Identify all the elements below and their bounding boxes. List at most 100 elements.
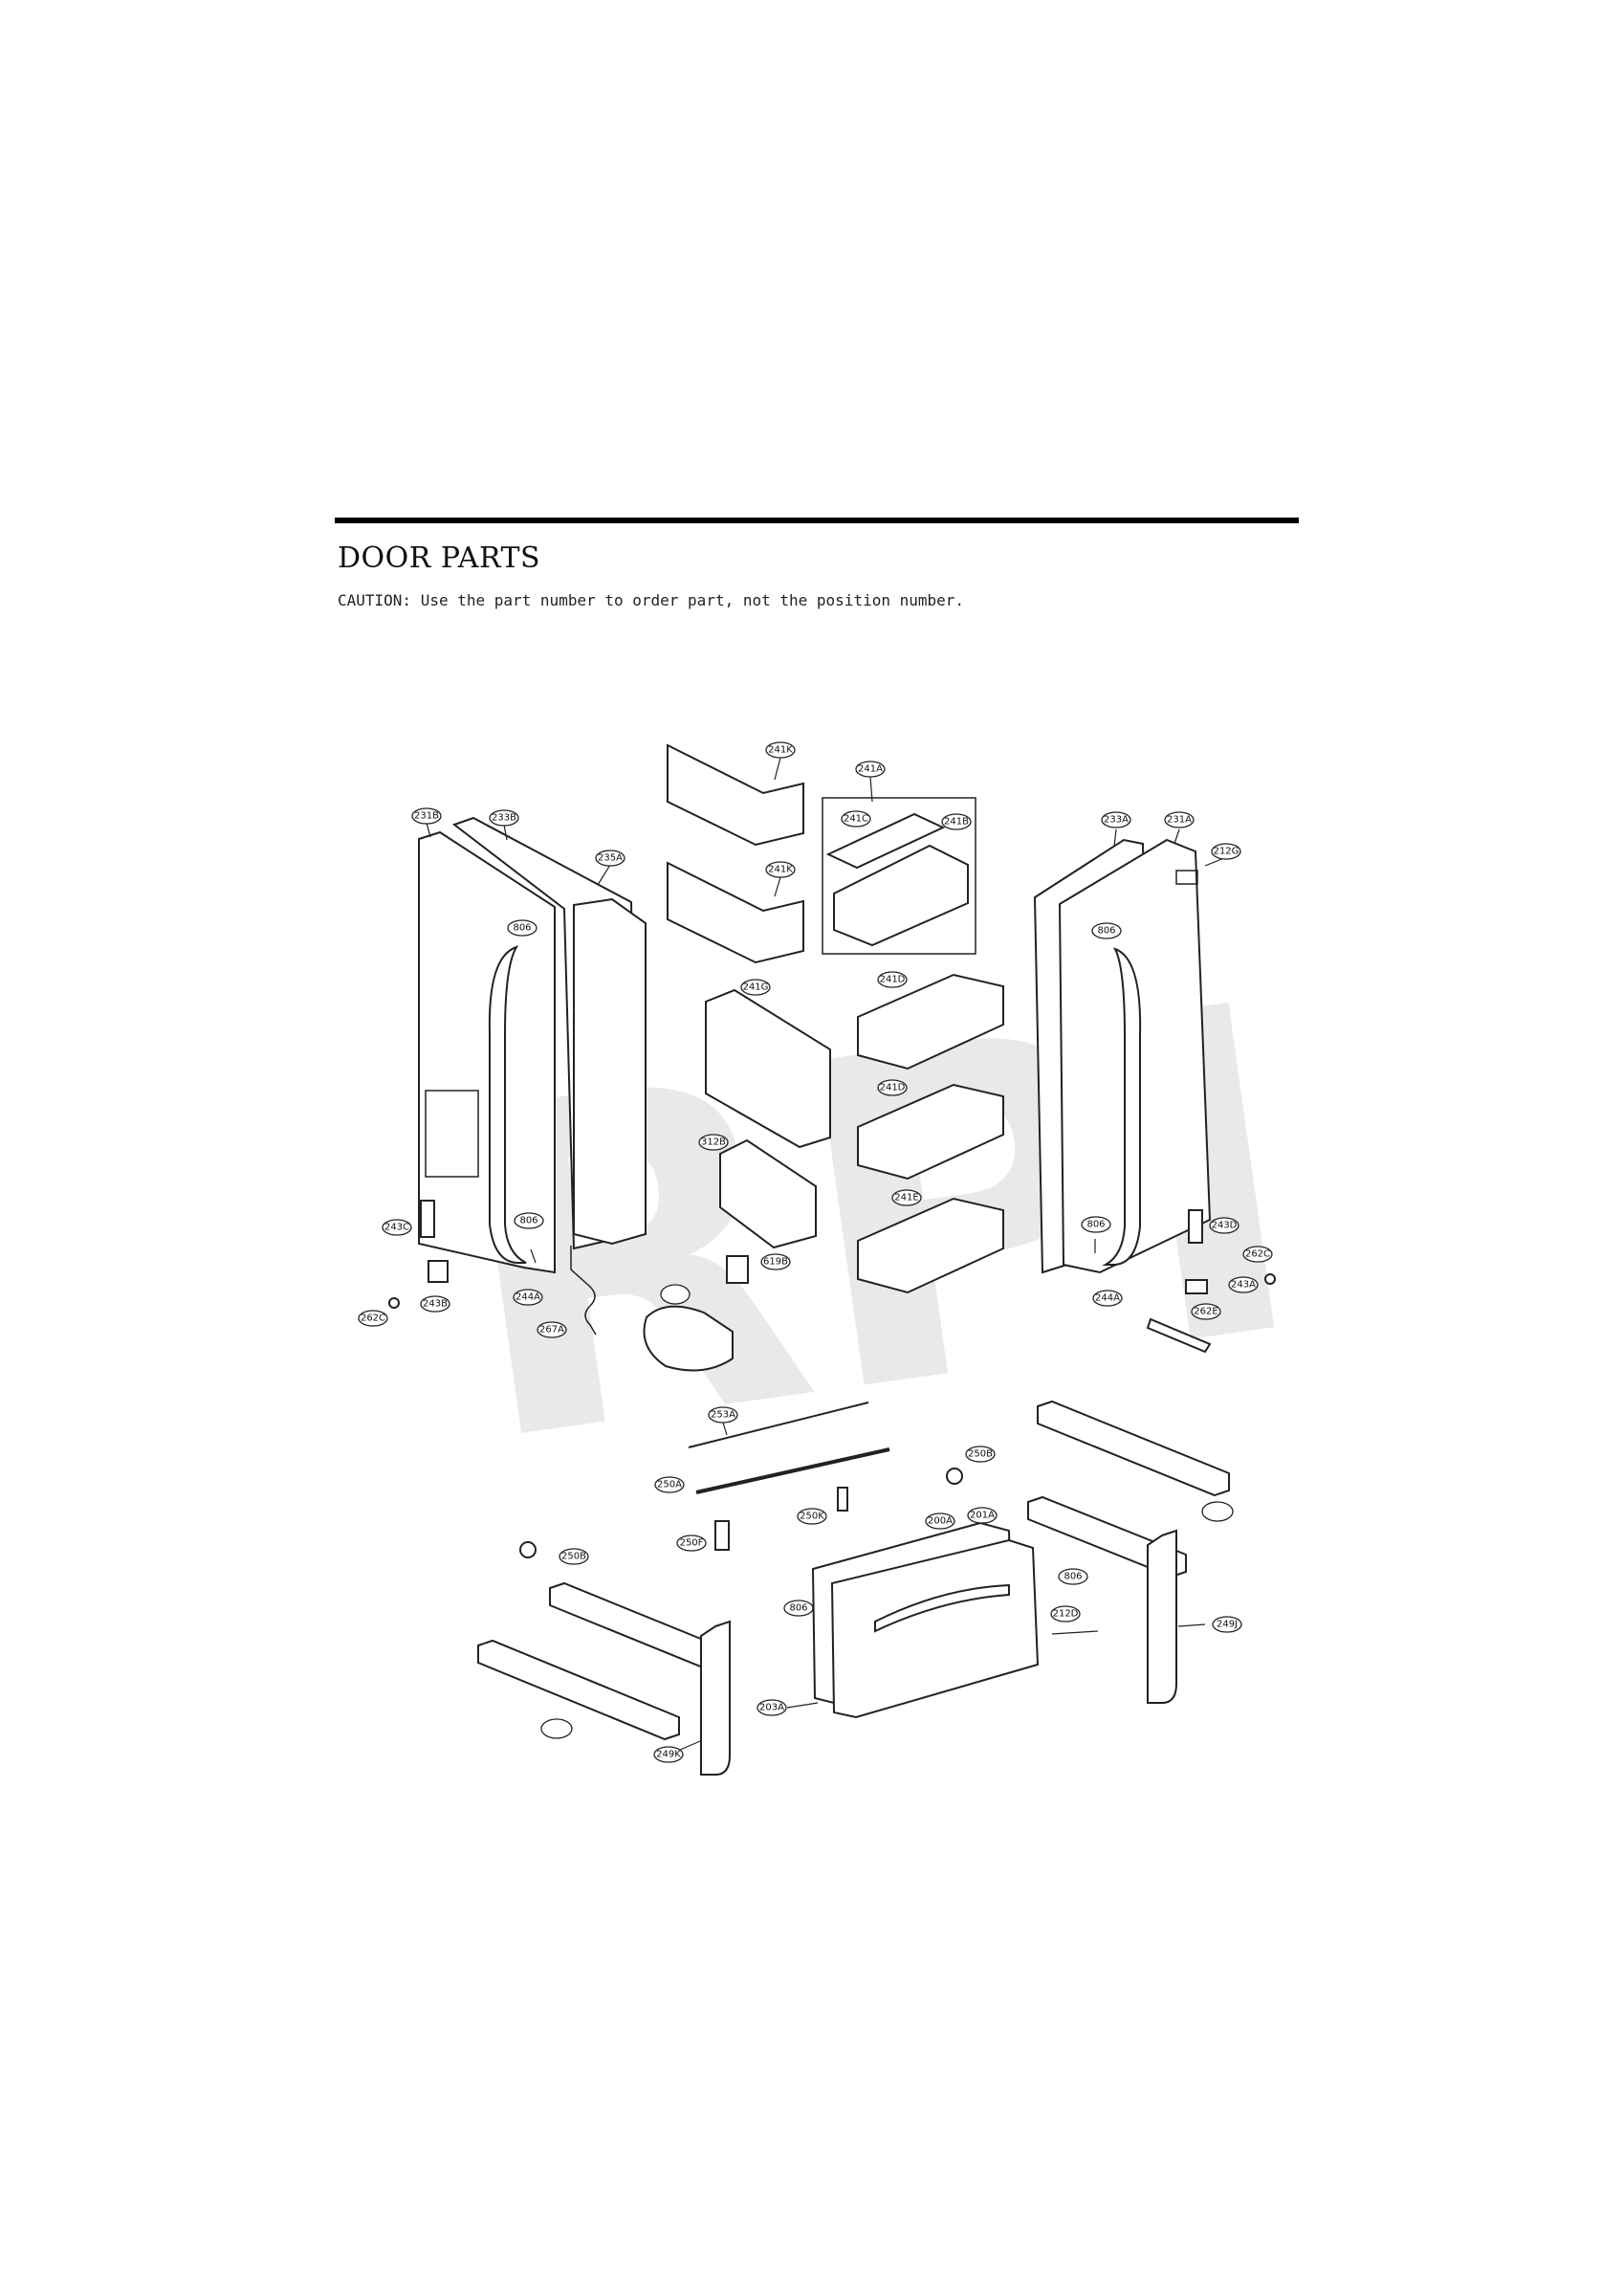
svg-text:243A: 243A — [1231, 1280, 1256, 1291]
callouts: 231B 233B 235A 806 806 243C 243B 262C 24… — [358, 741, 1273, 1763]
bin-group-frame — [822, 797, 976, 955]
callout-212d: 212D — [1050, 1605, 1081, 1623]
door-bin-241d-1 — [857, 973, 1004, 1071]
svg-text:231B: 231B — [414, 811, 439, 822]
callout-blank-rail-left — [540, 1718, 573, 1739]
valve-619b — [726, 1255, 749, 1284]
rail-right-upper — [1037, 1400, 1230, 1497]
callout-233a: 233A — [1101, 811, 1131, 828]
drawer-handle — [874, 1583, 1010, 1633]
svg-text:249J: 249J — [1217, 1620, 1238, 1630]
freezer-drawer-assembly — [477, 1400, 1230, 1776]
callout-243d: 243D — [1209, 1217, 1239, 1234]
callout-231b: 231B — [411, 807, 442, 825]
roller-250b-right — [946, 1468, 963, 1485]
callout-243c-left: 243C — [382, 1219, 412, 1236]
svg-text:212D: 212D — [1053, 1609, 1079, 1620]
callout-blank-rail-right — [1201, 1501, 1234, 1522]
callout-250k: 250K — [797, 1508, 827, 1525]
svg-text:231A: 231A — [1167, 815, 1192, 826]
door-bin-upper-2 — [667, 861, 804, 964]
left-door-assembly — [388, 816, 647, 1336]
door-bin-241d-2 — [857, 1083, 1004, 1181]
svg-text:249K: 249K — [656, 1750, 681, 1760]
center-bins — [643, 743, 1004, 1372]
svg-text:241B: 241B — [944, 817, 969, 828]
svg-text:250K: 250K — [800, 1512, 824, 1522]
left-hinge-cover — [420, 1200, 435, 1238]
callout-241g: 241G — [740, 979, 771, 996]
svg-text:806: 806 — [513, 923, 531, 934]
callout-249j: 249J — [1212, 1616, 1242, 1633]
svg-text:267A: 267A — [539, 1325, 564, 1336]
svg-text:233B: 233B — [492, 813, 516, 824]
rail-left-lower — [477, 1639, 680, 1741]
svg-text:241D: 241D — [880, 1083, 906, 1093]
page-title: DOOR PARTS — [338, 541, 541, 575]
svg-text:253A: 253A — [711, 1410, 735, 1421]
svg-text:806: 806 — [1086, 1220, 1105, 1230]
right-door-label-plate — [1175, 870, 1198, 885]
callout-241b: 241B — [941, 813, 972, 830]
callout-233b: 233B — [489, 809, 519, 827]
callout-250b-left: 250B — [559, 1548, 589, 1565]
callout-212g: 212G — [1211, 843, 1241, 860]
callout-241c: 241C — [841, 810, 871, 828]
drawer-front-panel — [830, 1538, 1040, 1719]
caution-note: CAUTION: Use the part number to order pa… — [338, 591, 965, 609]
side-bracket-249k — [700, 1620, 731, 1776]
callout-806-upper-left: 806 — [507, 919, 537, 937]
left-hinge-bracket — [428, 1260, 449, 1283]
callout-241d-1: 241D — [877, 971, 908, 988]
callout-201a: 201A — [967, 1507, 998, 1524]
callout-235a: 235A — [595, 850, 625, 867]
callout-262c-right: 262C — [1242, 1246, 1273, 1263]
svg-text:241E: 241E — [894, 1193, 918, 1203]
callout-806-lower-left: 806 — [514, 1212, 544, 1229]
roller-250b-left — [519, 1541, 537, 1558]
header-rule — [335, 518, 1299, 523]
callout-250f: 250F — [676, 1534, 707, 1552]
callout-241d-2: 241D — [877, 1079, 908, 1096]
callout-262c-left: 262C — [358, 1310, 388, 1327]
svg-text:312B: 312B — [701, 1137, 726, 1148]
left-door-liner — [573, 897, 647, 1246]
svg-text:806: 806 — [789, 1603, 807, 1614]
ice-chute — [719, 1138, 817, 1249]
left-door-handle — [488, 945, 527, 1264]
callout-250b-right: 250B — [965, 1446, 996, 1463]
svg-text:212G: 212G — [1214, 847, 1239, 857]
svg-text:241K: 241K — [768, 745, 793, 756]
svg-text:241D: 241D — [880, 975, 906, 985]
callout-241k-2: 241K — [765, 861, 796, 878]
callout-806-drawer-left: 806 — [783, 1600, 814, 1617]
callout-241a: 241A — [855, 761, 886, 778]
svg-text:806: 806 — [1064, 1572, 1082, 1582]
svg-text:203A: 203A — [759, 1703, 784, 1713]
svg-text:243C: 243C — [384, 1223, 409, 1233]
svg-text:241K: 241K — [768, 865, 793, 875]
callout-312b: 312B — [698, 1134, 729, 1151]
callout-806-lower-right: 806 — [1081, 1216, 1111, 1233]
divider-panel — [705, 988, 831, 1149]
callout-241k-1: 241K — [765, 741, 796, 759]
left-door-panel — [418, 830, 556, 1274]
svg-text:201A: 201A — [970, 1511, 995, 1521]
door-bin-upper-1 — [667, 743, 804, 847]
callout-243a: 243A — [1228, 1276, 1259, 1293]
bin-241b — [833, 844, 969, 947]
clip-250k — [837, 1487, 848, 1512]
callout-250a: 250A — [654, 1476, 685, 1493]
callout-262e: 262E — [1191, 1303, 1221, 1320]
callout-619b: 619B — [760, 1253, 791, 1270]
door-bin-241e — [857, 1197, 1004, 1294]
svg-text:262E: 262E — [1194, 1307, 1217, 1317]
hinge-wrench — [1146, 1317, 1212, 1354]
water-tank — [643, 1305, 734, 1372]
svg-text:243B: 243B — [423, 1299, 448, 1310]
svg-text:806: 806 — [1097, 926, 1115, 937]
rail-right-lower — [1027, 1495, 1187, 1578]
bin-241c — [825, 812, 946, 870]
svg-text:806: 806 — [519, 1216, 537, 1226]
left-cap — [388, 1297, 400, 1309]
